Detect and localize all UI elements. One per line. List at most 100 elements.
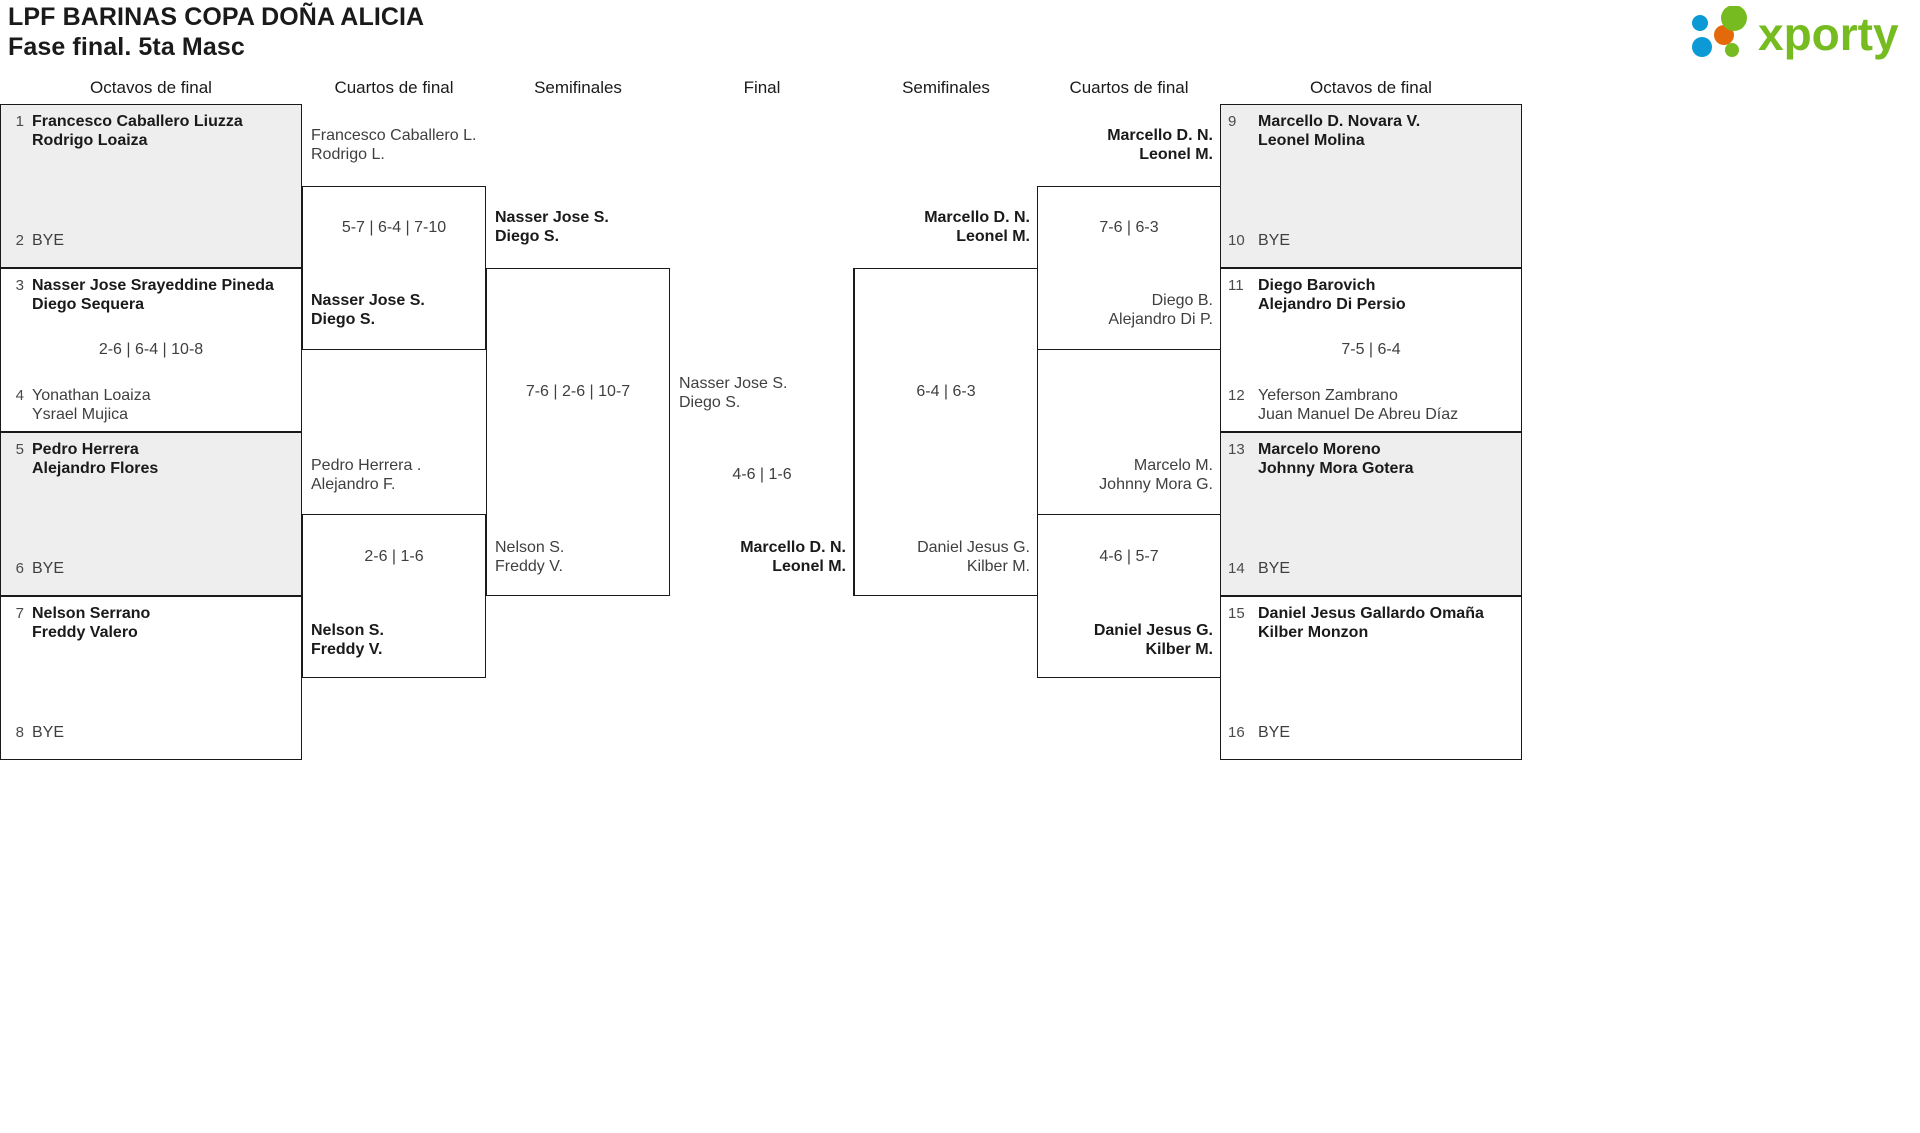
- player-line-1: Nelson S.: [311, 622, 384, 639]
- round-header-final: Final: [743, 78, 781, 97]
- player-line-1: Nasser Jose S.: [495, 209, 609, 226]
- round-header-left-octavos: Octavos de final: [90, 78, 212, 97]
- seed-slot-16[interactable]: 16 BYE: [1228, 723, 1528, 742]
- right-semifinal-match[interactable]: [854, 268, 1038, 596]
- player-line-2: Freddy Valero: [32, 624, 138, 641]
- round-header-left-cuartos: Cuartos de final: [334, 78, 454, 97]
- seed-number: 11: [1228, 277, 1244, 294]
- seed-players: Diego Barovich Alejandro Di Persio: [1250, 276, 1406, 314]
- player-line-2: Ysrael Mujica: [32, 406, 129, 423]
- player-line-2: Leonel M.: [956, 228, 1030, 245]
- xporty-logo[interactable]: xporty: [1682, 6, 1912, 62]
- right-cuartos-1-score: 7-6 | 6-3: [1099, 219, 1159, 236]
- right-cuartos-2-top: Marcelo M. Johnny Mora G.: [1037, 456, 1213, 494]
- right-cuartos-match-2[interactable]: [1037, 514, 1221, 678]
- seed-slot-11[interactable]: 11 Diego Barovich Alejandro Di Persio: [1228, 276, 1528, 314]
- player-line-2: Johnny Mora Gotera: [1258, 460, 1414, 477]
- player-line-1: Marcello D. N.: [740, 539, 846, 556]
- seed-slot-13[interactable]: 13 Marcelo Moreno Johnny Mora Gotera: [1228, 440, 1528, 478]
- seed-players: Pedro Herrera Alejandro Flores: [24, 440, 158, 478]
- seed-number: 16: [1228, 724, 1245, 741]
- seed-number: 15: [1228, 605, 1245, 622]
- seed-slot-3[interactable]: 3 Nasser Jose Srayeddine Pineda Diego Se…: [2, 276, 302, 314]
- left-cuartos-match-1[interactable]: [302, 186, 486, 350]
- player-line-1: Daniel Jesus G.: [917, 539, 1030, 556]
- player-line-2: Leonel M.: [1139, 146, 1213, 163]
- round-header-right-octavos: Octavos de final: [1310, 78, 1432, 97]
- seed-number: 6: [15, 560, 24, 577]
- player-line-1: Nasser Jose S.: [679, 375, 788, 392]
- page-header: LPF BARINAS COPA DOÑA ALICIA Fase final.…: [0, 0, 1920, 72]
- seed-number: 3: [15, 277, 24, 294]
- left-cuartos-2-top: Pedro Herrera . Alejandro F.: [311, 456, 421, 494]
- player-line-2: Diego S.: [679, 394, 741, 411]
- right-octavos-match-1[interactable]: [1220, 104, 1522, 268]
- left-octavos-match-4[interactable]: [0, 596, 302, 760]
- seed-slot-10[interactable]: 10 BYE: [1228, 231, 1528, 250]
- right-cuartos-2-bottom: Daniel Jesus G. Kilber M.: [1037, 621, 1213, 659]
- left-octavos-match-1[interactable]: [0, 104, 302, 268]
- left-cuartos-match-2[interactable]: [302, 514, 486, 678]
- right-cuartos-1-bottom: Diego B. Alejandro Di P.: [1037, 291, 1213, 329]
- player-line-1: Diego B.: [1151, 292, 1213, 309]
- seed-players: BYE: [1258, 232, 1291, 249]
- left-cuartos-2-bottom: Nelson S. Freddy V.: [311, 621, 384, 659]
- player-line-2: Leonel M.: [772, 558, 846, 575]
- round-header-right-cuartos: Cuartos de final: [1069, 78, 1189, 97]
- right-cuartos-match-1[interactable]: [1037, 186, 1221, 350]
- player-line-1: Daniel Jesus G.: [1093, 622, 1213, 639]
- final-score: 4-6 | 1-6: [732, 466, 792, 483]
- player-line-1: Marcello D. Novara V.: [1258, 113, 1421, 130]
- right-cuartos-1-top: Marcello D. N. Leonel M.: [1037, 126, 1213, 164]
- seed-number: 14: [1228, 560, 1245, 577]
- page-subtitle: Fase final. 5ta Masc: [8, 33, 245, 61]
- seed-number: 5: [15, 441, 24, 458]
- seed-slot-8[interactable]: 8 BYE: [2, 723, 302, 742]
- player-line-2: Alejandro Di P.: [1108, 311, 1213, 328]
- player-line-1: Francesco Caballero Liuzza: [32, 113, 243, 130]
- seed-players: Nelson Serrano Freddy Valero: [24, 604, 150, 642]
- xporty-logo-icon: xporty: [1692, 6, 1899, 60]
- player-line-1: Pedro Herrera .: [311, 457, 422, 474]
- seed-slot-1[interactable]: 1 Francesco Caballero Liuzza Rodrigo Loa…: [2, 112, 302, 150]
- left-cuartos-1-top: Francesco Caballero L. Rodrigo L.: [311, 126, 476, 164]
- seed-slot-7[interactable]: 7 Nelson Serrano Freddy Valero: [2, 604, 302, 642]
- player-line-2: Alejandro Di Persio: [1258, 296, 1406, 313]
- seed-players: Yonathan Loaiza Ysrael Mujica: [24, 386, 151, 424]
- seed-slot-12[interactable]: 12 Yeferson Zambrano Juan Manuel De Abre…: [1228, 386, 1528, 424]
- left-octavos-match-3[interactable]: [0, 432, 302, 596]
- player-line-1: Marcello D. N.: [924, 209, 1030, 226]
- seed-slot-5[interactable]: 5 Pedro Herrera Alejandro Flores: [2, 440, 302, 478]
- right-semifinal-top: Marcello D. N. Leonel M.: [854, 208, 1030, 246]
- player-line-1: Francesco Caballero L.: [311, 127, 477, 144]
- right-octavos-match-3[interactable]: [1220, 432, 1522, 596]
- final-bottom: Marcello D. N. Leonel M.: [670, 538, 846, 576]
- seed-slot-6[interactable]: 6 BYE: [2, 559, 302, 578]
- right-cuartos-2-score: 4-6 | 5-7: [1099, 548, 1159, 565]
- left-semifinal-bottom: Nelson S. Freddy V.: [495, 538, 564, 576]
- seed-number: 4: [15, 387, 24, 404]
- seed-players: Marcelo Moreno Johnny Mora Gotera: [1250, 440, 1414, 478]
- player-line-2: Kilber M.: [966, 558, 1030, 575]
- left-semifinal-match[interactable]: [486, 268, 670, 596]
- right-octavos-match-2[interactable]: [1220, 268, 1522, 432]
- seed-slot-2[interactable]: 2 BYE: [2, 231, 302, 250]
- left-semifinal-score: 7-6 | 2-6 | 10-7: [525, 383, 631, 400]
- seed-slot-9[interactable]: 9 Marcello D. Novara V. Leonel Molina: [1228, 112, 1528, 150]
- seed-slot-15[interactable]: 15 Daniel Jesus Gallardo Omaña Kilber Mo…: [1228, 604, 1528, 642]
- seed-slot-4[interactable]: 4 Yonathan Loaiza Ysrael Mujica: [2, 386, 302, 424]
- left-semifinal-top: Nasser Jose S. Diego S.: [495, 208, 609, 246]
- right-octavos-match-4[interactable]: [1220, 596, 1522, 760]
- seed-players: Francesco Caballero Liuzza Rodrigo Loaiz…: [24, 112, 243, 150]
- left-octavos-match-2[interactable]: [0, 268, 302, 432]
- seed-players: BYE: [1258, 560, 1291, 577]
- player-line-2: Rodrigo L.: [311, 146, 385, 163]
- left-cuartos-1-score: 5-7 | 6-4 | 7-10: [341, 219, 447, 236]
- right-octavos-score-2: 7-5 | 6-4: [1341, 341, 1401, 358]
- seed-slot-14[interactable]: 14 BYE: [1228, 559, 1528, 578]
- seed-number: 12: [1228, 387, 1245, 404]
- seed-number: 8: [15, 724, 24, 741]
- player-line-2: Freddy V.: [311, 641, 383, 658]
- left-cuartos-1-bottom: Nasser Jose S. Diego S.: [311, 291, 425, 329]
